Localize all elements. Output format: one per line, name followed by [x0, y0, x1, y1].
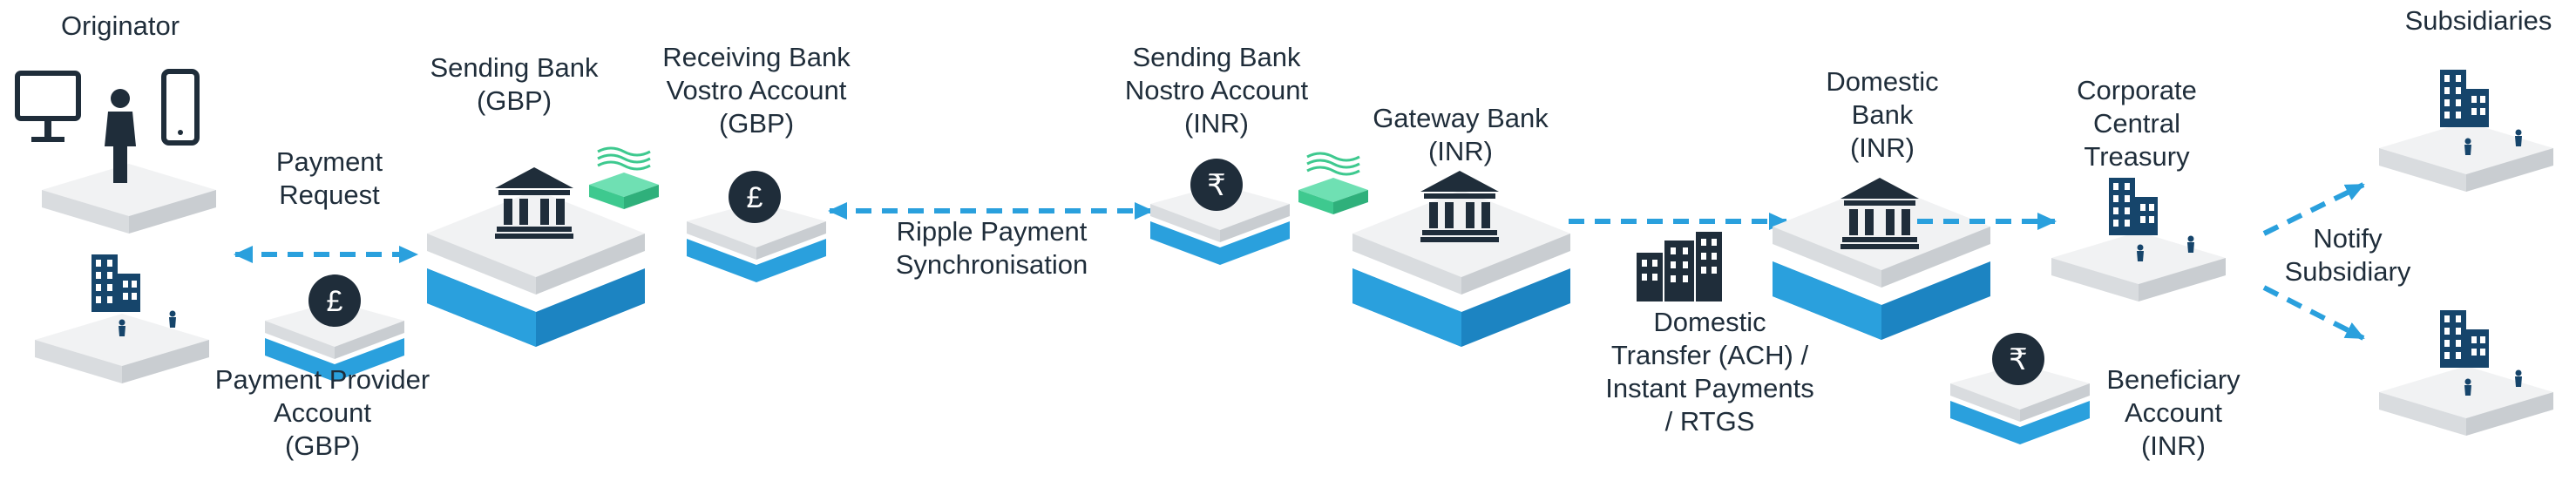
monitor-icon: [15, 71, 81, 142]
notify-arrow-up: [2262, 182, 2365, 236]
rupee-coin-icon: ₹: [1992, 333, 2044, 385]
person-icon: [105, 89, 136, 183]
ripple-icon: [1297, 152, 1370, 216]
corporate-treasury-platform: [2051, 232, 2226, 301]
subsidiary-platform: [2379, 366, 2553, 436]
building-icon: [2440, 70, 2489, 127]
building-icon: [1637, 232, 1722, 301]
rupee-symbol: ₹: [1207, 168, 1226, 203]
subsidiary-platform: [2379, 122, 2553, 192]
gateway-bank-platform: [1352, 190, 1570, 347]
sending-bank-label: Sending Bank(GBP): [430, 52, 599, 116]
notify-arrow-down: [2262, 285, 2365, 341]
building-icon: [2440, 310, 2489, 368]
subsidiaries-label: Subsidiaries: [2405, 5, 2552, 36]
building-icon: [92, 254, 140, 312]
pound-symbol: £: [327, 285, 343, 318]
gateway-bank-label: Gateway Bank(INR): [1373, 103, 1549, 166]
building-icon: [2109, 178, 2158, 235]
phone-icon: [161, 69, 200, 146]
pound-symbol: £: [747, 181, 763, 214]
originator-devices-platform: [42, 164, 216, 234]
pound-coin-icon: £: [729, 171, 781, 223]
rupee-coin-icon: ₹: [1190, 159, 1243, 211]
pound-coin-icon: £: [308, 274, 361, 327]
ripple-icon: [587, 146, 661, 211]
sending-bank-platform: [427, 190, 645, 347]
domestic-bank-platform: [1773, 183, 1990, 340]
rupee-symbol: ₹: [2009, 342, 2028, 377]
originator-label: Originator: [61, 10, 180, 41]
